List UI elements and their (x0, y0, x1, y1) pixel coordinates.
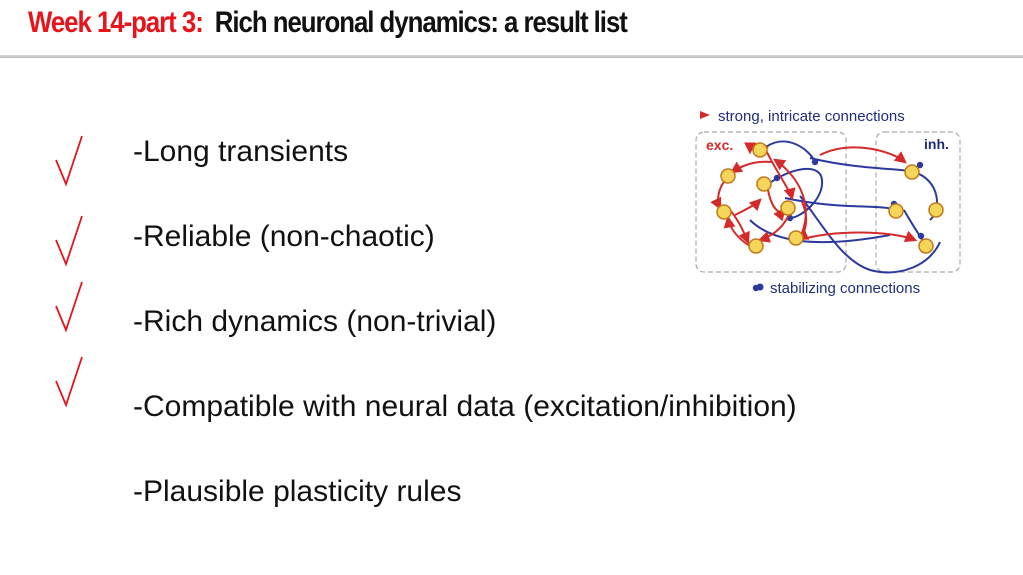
title-main: Rich neuronal dynamics: a result list (214, 6, 628, 39)
neurons (716, 142, 944, 254)
title-divider (0, 55, 1023, 58)
list-item: -Rich dynamics (non-trivial) (133, 305, 497, 338)
inhibitory-connections (749, 140, 941, 274)
check-mark-icon (55, 135, 83, 187)
dot-icon (756, 283, 764, 291)
title-prefix: Week 14-part 3: (28, 6, 204, 39)
slide-title: Week 14-part 3: Rich neuronal dynamics: a… (28, 6, 628, 40)
list-item: -Long transients (133, 135, 349, 168)
network-diagram: strong, intricate connections exc. inh. (695, 108, 961, 297)
inh-population-box (875, 131, 961, 273)
title-bar: Week 14-part 3: Rich neuronal dynamics: a… (0, 0, 1023, 56)
list-item: -Compatible with neural data (excitation… (133, 390, 797, 423)
check-mark-icon (55, 215, 83, 267)
exc-population-box (695, 131, 847, 273)
check-mark-icon (55, 356, 83, 408)
list-item: -Plausible plasticity rules (133, 475, 462, 508)
legend-strong: strong, intricate connections (718, 108, 905, 125)
inh-label: inh. (924, 136, 949, 152)
arrow-icon (700, 111, 710, 119)
legend-stabilizing: stabilizing connections (770, 280, 920, 297)
list-item: -Reliable (non-chaotic) (133, 220, 435, 253)
exc-label: exc. (706, 137, 733, 153)
check-mark-icon (55, 281, 83, 333)
